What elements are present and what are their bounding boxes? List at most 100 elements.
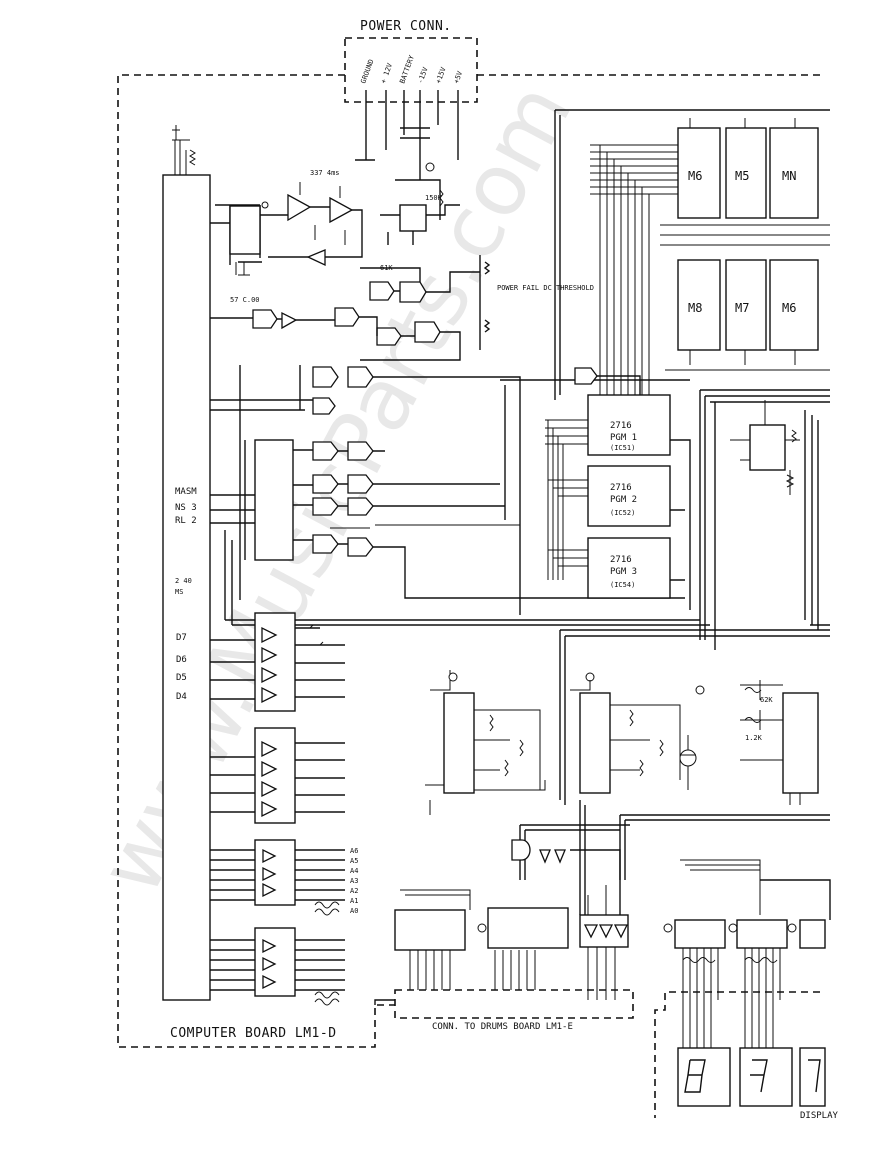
reset-section: 337 4ms (210, 169, 363, 276)
latch-ic-1 (394, 909, 466, 951)
power-pin-labels: GROUND + 12V BATTERY -15V +15V +5V (359, 53, 464, 84)
mem-chip-top-1 (677, 127, 721, 219)
signal-ms: MS (175, 588, 183, 596)
mem-chip-bottom-2-label: M7 (735, 301, 749, 315)
eprom-3-name: PGM 3 (610, 567, 637, 577)
signal-d6: D6 (176, 655, 187, 665)
pin-plus15v: +15V (434, 65, 448, 84)
signal-masm: MASM (175, 487, 197, 497)
value-12k: 1.2K (745, 734, 763, 742)
eprom-2-ref: (IC52) (610, 509, 635, 517)
eprom-2-type: 2716 (610, 483, 632, 493)
addr-a5: A5 (350, 857, 358, 865)
board-outline: COMPUTER BOARD LM1-D CONN. TO DRUMS BOAR… (117, 74, 839, 1121)
display-digit-1 (677, 1047, 731, 1107)
mem-chip-top-1-label: M6 (688, 169, 702, 183)
display-driver-2 (736, 919, 788, 949)
display-label: DISPLAY (800, 1111, 839, 1121)
memory-array: M6 M5 MN M8 M7 M6 (554, 109, 830, 400)
eprom-3 (587, 537, 671, 599)
vr-ic (782, 692, 819, 794)
computer-board-outline (117, 74, 395, 1048)
oscillator-ic (749, 424, 786, 471)
power-fail-text: POWER FAIL DC THRESHOLD (497, 284, 594, 292)
address-buffer-1 (210, 839, 345, 916)
drums-connector-label: CONN. TO DRUMS BOARD LM1-E (432, 1022, 573, 1032)
edge-connector (162, 125, 211, 1001)
eprom-1-type: 2716 (610, 421, 632, 431)
signal-ns3: NS 3 (175, 503, 197, 513)
timer-ic-1 (443, 692, 475, 794)
pin-battery: BATTERY (398, 53, 416, 84)
power-connector-title: POWER CONN. (360, 19, 452, 34)
value-62k: 62K (760, 696, 773, 704)
eprom-1 (587, 394, 671, 456)
pin-ground: GROUND (359, 58, 375, 85)
buffer-ic-1 (210, 612, 345, 712)
signal-rl2: RL 2 (175, 516, 197, 526)
eprom-section: 2716 PGM 1 (IC51) 2716 PGM 2 (IC52) 2716… (500, 367, 691, 610)
addr-a3: A3 (350, 877, 358, 885)
watermark: www.MusicParts.com (80, 68, 591, 910)
timer-block-2 (570, 672, 705, 794)
display-driver-3 (799, 919, 826, 949)
mem-chip-bottom-3-label: M6 (782, 301, 796, 315)
address-buffer-2 (210, 927, 345, 1006)
mem-chip-bottom-1 (677, 259, 721, 351)
mem-chip-bottom-2 (725, 259, 767, 351)
display-drivers (619, 814, 831, 1000)
address-labels: A6 A5 A4 A3 A2 A1 A0 (350, 847, 358, 915)
signal-d4: D4 (176, 692, 187, 702)
timer-ic-2 (579, 692, 611, 794)
lower-logic (374, 800, 630, 1005)
eprom-2-name: PGM 2 (610, 495, 637, 505)
mem-chip-top-3 (769, 127, 819, 219)
display-driver-1 (674, 919, 726, 949)
buffer-ic-2 (210, 727, 345, 824)
display-digit-2 (739, 1047, 793, 1107)
eprom-3-type: 2716 (610, 555, 632, 565)
power-connector-outline (344, 37, 478, 103)
pin-12v: + 12V (379, 61, 394, 84)
computer-board-label: COMPUTER BOARD LM1-D (170, 1026, 337, 1041)
signal-240: 2 40 (175, 577, 192, 585)
pin-plus5v: +5V (452, 69, 464, 84)
addr-a6: A6 (350, 847, 358, 855)
eprom-3-ref: (IC54) (610, 581, 635, 589)
timer-block-1 (425, 670, 546, 815)
value-150k: 150K (425, 194, 443, 202)
mem-chip-top-2-label: M5 (735, 169, 749, 183)
watermark-text: www.MusicParts.com (80, 68, 591, 910)
value-337: 337 4ms (310, 169, 340, 177)
addr-a1: A1 (350, 897, 358, 905)
mem-chip-top-3-label: MN (782, 169, 796, 183)
value-61k: 61K (380, 264, 393, 272)
pin-minus15v: -15V (416, 65, 430, 84)
cap-note: 57 C.00 (230, 296, 260, 304)
nand-gates (312, 366, 374, 557)
right-bus (559, 389, 830, 805)
left-signal-labels: MASM NS 3 RL 2 2 40 MS D7 D6 D5 D4 (175, 487, 197, 702)
addr-a2: A2 (350, 887, 358, 895)
signal-d5: D5 (176, 673, 187, 683)
power-fail-section: 150K POWER FAIL DC THRESHOLD 61K 57 C.00 (210, 189, 594, 361)
edge-connector-body (162, 174, 211, 1001)
drums-connector-outline (394, 989, 634, 1019)
mem-chip-bottom-3 (769, 259, 819, 351)
vr-block: 62K 1.2K (740, 680, 819, 805)
latch-ic-2 (487, 907, 569, 949)
display-digit-3 (799, 1047, 826, 1107)
addr-a0: A0 (350, 907, 358, 915)
decoder-section (210, 365, 710, 626)
eprom-1-name: PGM 1 (610, 433, 637, 443)
signal-d7: D7 (176, 633, 187, 643)
decoder-ic (254, 439, 294, 561)
seven-segment-displays (677, 1000, 826, 1107)
eprom-1-ref: (IC51) (610, 444, 635, 452)
mem-chip-top-2 (725, 127, 767, 219)
mem-chip-bottom-1-label: M8 (688, 301, 702, 315)
power-pin-wires (355, 90, 459, 220)
addr-a4: A4 (350, 867, 358, 875)
memory-bus (590, 144, 680, 400)
